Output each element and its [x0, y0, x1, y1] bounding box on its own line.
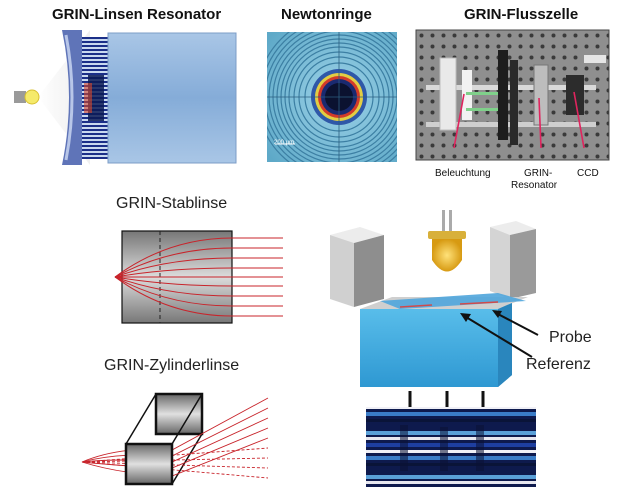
interference-pattern	[366, 407, 536, 487]
bulb-base	[14, 91, 26, 103]
flow-cell-label-resonator-2: Resonator	[511, 180, 558, 191]
rod-lens-title: GRIN-Stablinse	[116, 195, 228, 212]
flow-cell-label-resonator-1: GRIN-	[524, 168, 553, 179]
flow-cell-label-ccd: CCD	[577, 168, 599, 179]
newton-rings-image	[267, 32, 397, 162]
left-block-top	[330, 227, 384, 243]
label-reference: Referenz	[526, 356, 591, 373]
flow-cell-label-illumination: Beleuchtung	[435, 168, 491, 179]
cylinder-lens-title: GRIN-Zylinderlinse	[104, 357, 240, 374]
right-block-top	[490, 221, 536, 235]
rod-lens-diagram	[114, 230, 283, 324]
led-icon	[432, 239, 462, 272]
newton-scalebar-label: 200 µm	[274, 140, 295, 146]
grin-resonator-title: GRIN-Linsen Resonator	[52, 6, 222, 23]
resonator-body	[107, 32, 237, 164]
newton-rings-title: Newtonringe	[281, 6, 372, 23]
flow-cell-title: GRIN-Flusszelle	[464, 6, 579, 23]
flow-cell-body	[360, 303, 512, 387]
setup-illustration	[330, 210, 539, 487]
label-sample: Probe	[549, 329, 592, 346]
led-rim	[428, 231, 466, 239]
bulb-icon	[24, 89, 40, 105]
cylinder-lens-diagram	[81, 392, 269, 486]
grin-resonator-illustration	[14, 30, 237, 165]
flow-cell-photo	[415, 29, 610, 161]
